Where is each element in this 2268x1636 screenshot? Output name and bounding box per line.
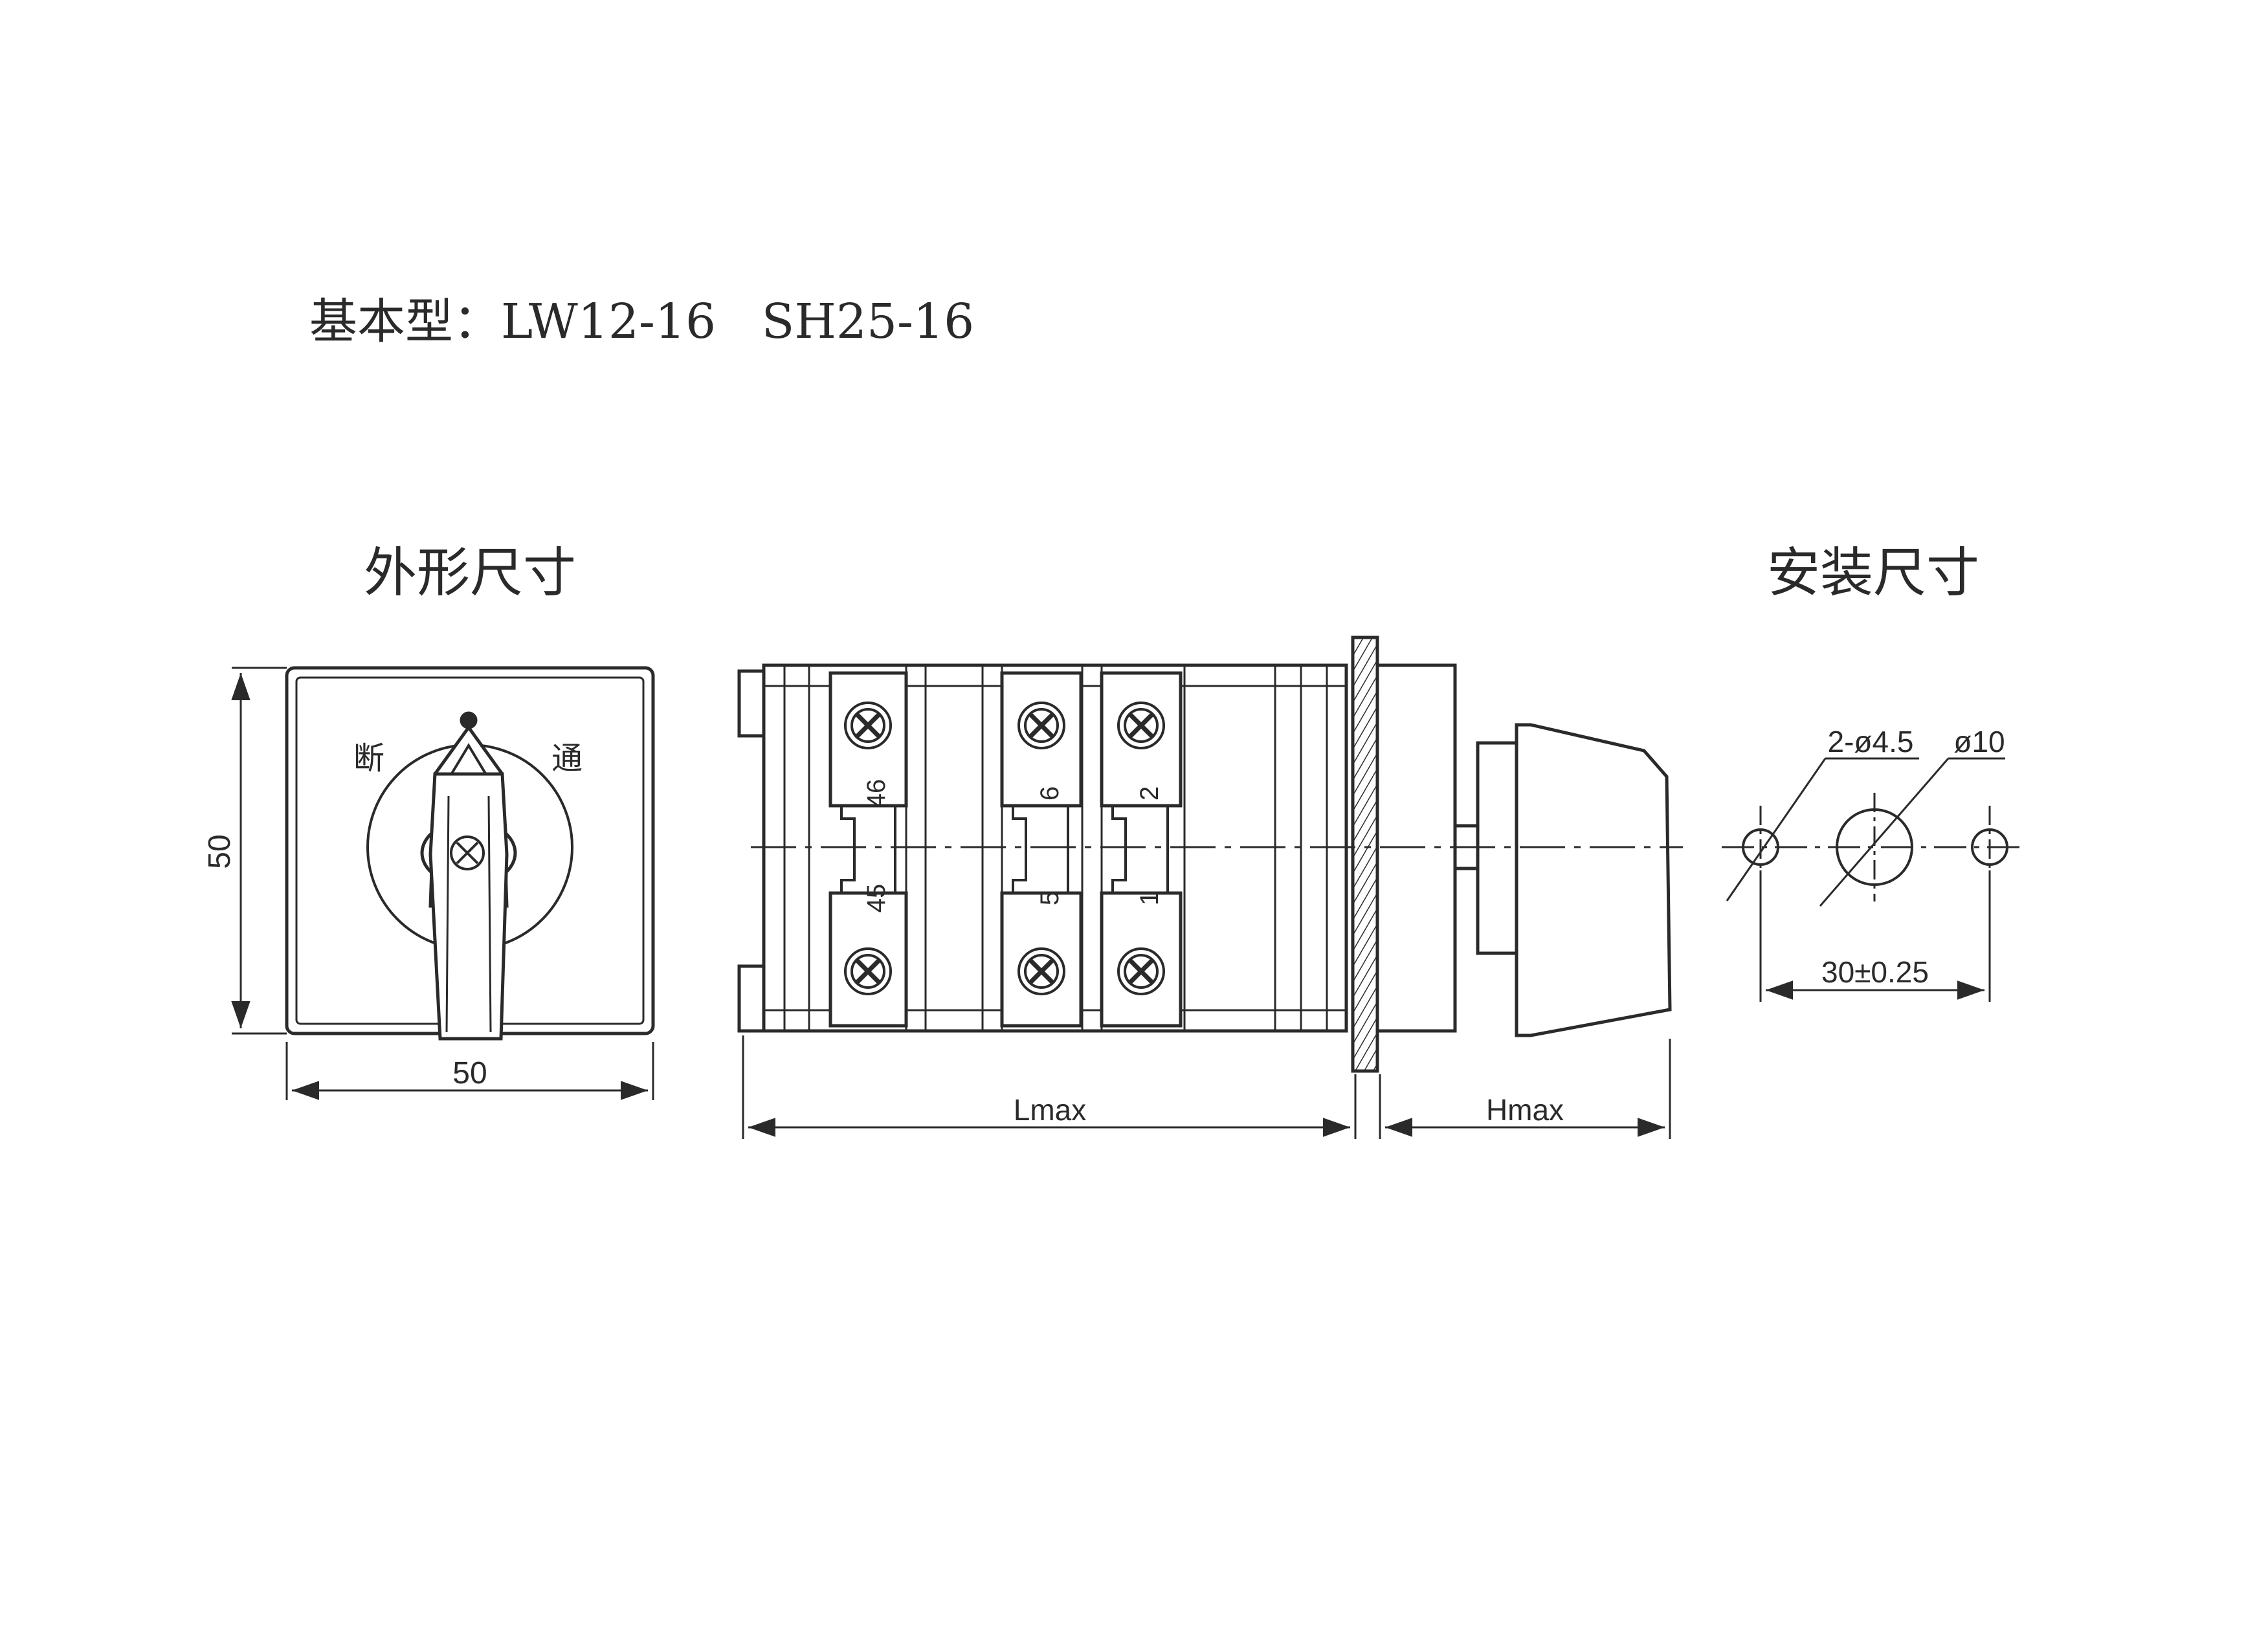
terminal-screw-icon bbox=[1117, 947, 1165, 995]
terminal-screw-icon bbox=[1017, 702, 1065, 749]
hole-spacing-label: 30±0.25 bbox=[1821, 955, 1929, 989]
terminal-screws bbox=[844, 702, 1165, 995]
knob-handle bbox=[428, 772, 509, 1041]
small-holes-label: 2-ø4.5 bbox=[1828, 725, 1914, 758]
rear-nut-top bbox=[737, 669, 766, 738]
label-on: 通 bbox=[551, 740, 583, 777]
mounting-panel bbox=[1351, 636, 1379, 1073]
page-title: 基本型：LW12-16 SH25-16 bbox=[309, 294, 974, 349]
terminal-number: 2 bbox=[1135, 786, 1164, 801]
front-view bbox=[285, 666, 655, 1041]
terminal-number: 1 bbox=[1135, 891, 1164, 905]
installation-dimensions-label: 安装尺寸 bbox=[1767, 542, 1979, 604]
terminal-number: 6 bbox=[1036, 786, 1064, 801]
outline-dimensions-label: 外形尺寸 bbox=[364, 542, 576, 604]
side-dimension-lines bbox=[742, 1035, 1671, 1139]
terminal-screw-icon bbox=[1017, 947, 1065, 995]
knob-handle-edge bbox=[445, 795, 492, 1033]
front-dimension-lines bbox=[231, 667, 654, 1100]
knob-screw-cross bbox=[456, 841, 479, 865]
terminal-screw-icon bbox=[844, 702, 892, 749]
handle-side bbox=[1515, 723, 1672, 1037]
rear-nut-bottom bbox=[737, 964, 766, 1033]
dim-height-label: 50 bbox=[203, 834, 237, 868]
side-view bbox=[737, 636, 1672, 1073]
dim-handle-label: Hmax bbox=[1486, 1093, 1564, 1127]
dim-length-label: Lmax bbox=[1014, 1093, 1086, 1127]
label-off: 断 bbox=[353, 740, 384, 777]
mounting-view bbox=[1722, 757, 2019, 1002]
terminal-number: 46 bbox=[862, 779, 891, 808]
terminal-screw-icon bbox=[844, 947, 892, 995]
dim-width-label: 50 bbox=[452, 1056, 487, 1090]
terminal-number: 45 bbox=[862, 884, 891, 913]
knob-inner-tip bbox=[445, 743, 493, 784]
terminal-screw-icon bbox=[1117, 702, 1165, 749]
center-hole-label: ø10 bbox=[1953, 725, 2005, 758]
terminal-number: 5 bbox=[1036, 891, 1064, 905]
